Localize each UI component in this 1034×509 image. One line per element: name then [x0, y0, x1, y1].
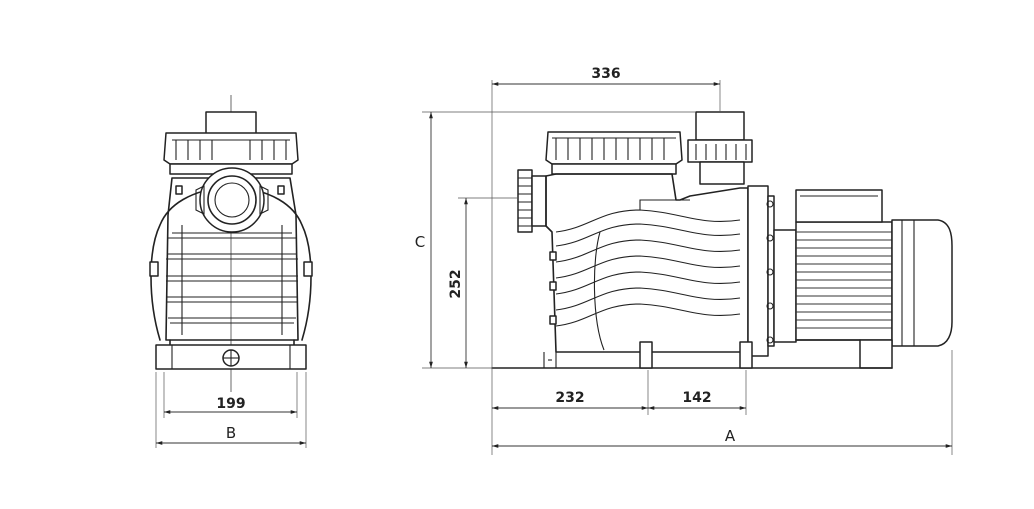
front-inlet-outer [199, 167, 265, 233]
side-inlet-union [517, 169, 533, 233]
front-view: 199 B [149, 95, 313, 448]
dim-label-232: 232 [555, 390, 584, 406]
side-motor-flange [747, 185, 769, 357]
side-strainer-lid [545, 131, 683, 165]
dim-label-252: 252 [448, 269, 464, 298]
side-fan-cover [891, 219, 953, 347]
front-fins [166, 232, 298, 324]
side-view: 336 C 252 232 142 A [415, 66, 953, 455]
dim-label-142: 142 [682, 390, 711, 406]
side-strainer-body [545, 173, 749, 353]
side-terminal-box [795, 189, 883, 223]
dim-label-A: A [725, 427, 736, 445]
dim-label-C: C [415, 233, 425, 251]
front-strainer-lid [163, 132, 299, 165]
dim-label-B: B [226, 424, 236, 442]
dim-label-336: 336 [591, 66, 620, 82]
side-outlet-pipe [695, 111, 745, 141]
side-wavy-fins [555, 209, 741, 327]
dim-label-199: 199 [216, 396, 245, 412]
